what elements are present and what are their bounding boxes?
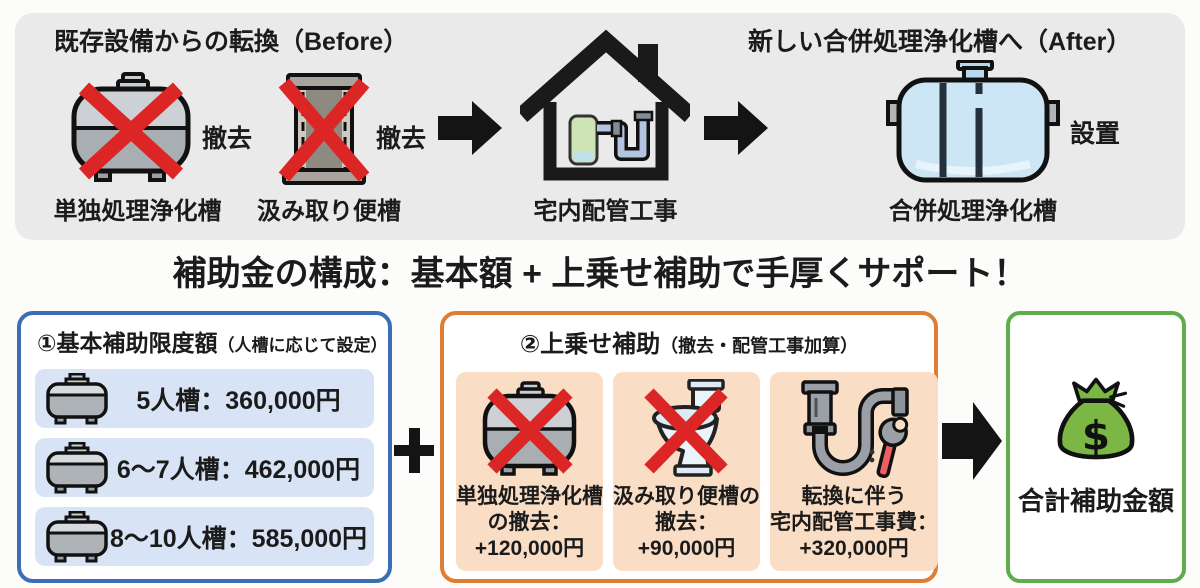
card-line: +320,000円 bbox=[799, 537, 909, 560]
card-line: 宅内配管工事費： bbox=[770, 511, 938, 534]
small-tank-icon bbox=[46, 510, 108, 562]
addon-subsidy-box: ②上乗せ補助（撤去・配管工事加算） bbox=[440, 311, 938, 583]
addon-card-tank-removal: 単独処理浄化槽 の撤去： +120,000円 bbox=[456, 372, 603, 571]
base-row-8-10-label: 8〜10人槽：585,000円 bbox=[109, 524, 368, 553]
addon-card-piping-work: 転換に伴う 宅内配管工事費： +320,000円 bbox=[770, 372, 938, 571]
money-bag-icon: $ bbox=[1057, 377, 1135, 459]
red-x-icon bbox=[78, 82, 184, 180]
wrench-icon bbox=[876, 416, 909, 479]
arrow-right-icon bbox=[438, 101, 502, 155]
base-subsidy-header: ①基本補助限度額（人槽に応じて設定） bbox=[21, 315, 388, 359]
card-line: +90,000円 bbox=[637, 537, 736, 560]
card-line: 撤去： bbox=[655, 511, 718, 534]
house-piping-icon bbox=[520, 29, 690, 181]
arrow-right-icon bbox=[704, 101, 768, 155]
combined-treatment-tank-label: 合併処理浄化槽 bbox=[889, 198, 1057, 225]
addon-subsidy-note: （撤去・配管工事加算） bbox=[660, 336, 859, 356]
house-piping-label: 宅内配管工事 bbox=[533, 198, 678, 225]
toilet-removal-icon bbox=[643, 379, 728, 477]
toilet-removal-icon-wrap bbox=[643, 374, 731, 484]
card-line: 汲み取り便槽の bbox=[613, 485, 760, 508]
card-line: 単独処理浄化槽 bbox=[456, 485, 603, 508]
base-subsidy-note: （人槽に応じて設定） bbox=[217, 336, 388, 355]
removal-tag-1: 撤去 bbox=[202, 125, 253, 153]
addon-subsidy-header: ②上乗せ補助（撤去・配管工事加算） bbox=[444, 315, 934, 359]
plus-icon bbox=[394, 428, 434, 473]
base-subsidy-box: ①基本補助限度額（人槽に応じて設定） 5人槽：360,000円 6〜7人槽：46… bbox=[17, 311, 392, 583]
red-x-icon bbox=[278, 78, 370, 182]
removal-tag-2: 撤去 bbox=[376, 125, 427, 153]
card-line: +120,000円 bbox=[474, 537, 585, 560]
base-row-6-7: 6〜7人槽：462,000円 bbox=[35, 438, 374, 497]
base-subsidy-title: ①基本補助限度額 bbox=[37, 330, 218, 356]
single-treatment-tank-icon bbox=[71, 72, 191, 182]
base-row-5: 5人槽：360,000円 bbox=[35, 369, 374, 428]
red-x-icon bbox=[643, 388, 728, 474]
small-tank-icon bbox=[46, 372, 108, 424]
pipes-wrench-icon bbox=[801, 380, 909, 479]
addon-subsidy-title: ②上乗せ補助 bbox=[519, 331, 661, 358]
pit-latrine-icon bbox=[278, 73, 370, 185]
tank-removal-icon-wrap bbox=[480, 374, 580, 484]
piping-work-icon-wrap bbox=[795, 374, 913, 484]
before-title: 既存設備からの転換（Before） bbox=[54, 28, 409, 56]
single-treatment-tank-label: 単独処理浄化槽 bbox=[53, 198, 222, 225]
install-tag: 設置 bbox=[1070, 120, 1121, 148]
arrow-right-icon bbox=[942, 402, 1002, 480]
base-row-5-label: 5人槽：360,000円 bbox=[136, 386, 341, 415]
base-row-6-7-label: 6〜7人槽：462,000円 bbox=[116, 455, 361, 484]
total-subsidy-label: 合計補助金額 bbox=[1017, 486, 1174, 516]
after-title: 新しい合併処理浄化槽へ（After） bbox=[748, 28, 1132, 56]
red-x-icon bbox=[486, 388, 573, 474]
pit-latrine-label: 汲み取り便槽 bbox=[257, 198, 401, 225]
combined-treatment-tank-icon bbox=[886, 60, 1060, 183]
card-line: 転換に伴う bbox=[801, 485, 907, 508]
addon-card-toilet-removal: 汲み取り便槽の 撤去： +90,000円 bbox=[613, 372, 760, 571]
subsidy-structure-title: 補助金の構成：基本額 + 上乗せ補助で手厚くサポート！ bbox=[172, 255, 1028, 293]
base-row-8-10: 8〜10人槽：585,000円 bbox=[35, 507, 374, 566]
svg-text:$: $ bbox=[1082, 411, 1110, 459]
tank-removal-icon bbox=[482, 381, 576, 476]
small-tank-icon bbox=[46, 441, 108, 493]
total-subsidy-inner: $ 合計補助金額 bbox=[1010, 315, 1182, 518]
total-subsidy-box: $ 合計補助金額 bbox=[1006, 311, 1186, 583]
card-line: の撤去： bbox=[487, 511, 572, 534]
addon-cards: 単独処理浄化槽 の撤去： +120,000円 汲み取り便槽の bbox=[456, 372, 938, 571]
